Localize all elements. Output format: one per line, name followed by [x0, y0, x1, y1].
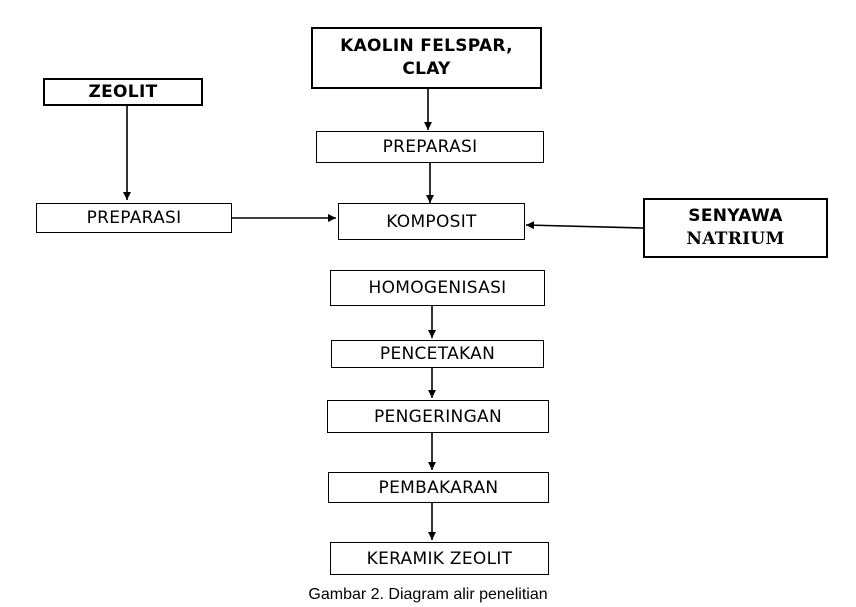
node-keramik-zeolit-label: KERAMIK ZEOLIT — [366, 548, 513, 569]
node-preparasi-left-label: PREPARASI — [86, 208, 182, 228]
node-preparasi-top-label: PREPARASI — [382, 137, 478, 157]
node-senyawa-label-line1: SENYAWA — [688, 206, 783, 226]
node-zeolit: ZEOLIT — [43, 78, 203, 106]
node-senyawa-natrium: SENYAWA NATRIUM — [643, 198, 828, 258]
node-pengeringan: PENGERINGAN — [327, 400, 549, 433]
node-pembakaran: PEMBAKARAN — [328, 472, 549, 503]
node-zeolit-label: ZEOLIT — [88, 81, 158, 102]
node-senyawa-label-line2: NATRIUM — [686, 229, 785, 249]
node-homogenisasi-label: HOMOGENISASI — [368, 278, 507, 298]
node-homogenisasi: HOMOGENISASI — [330, 270, 545, 306]
node-kaolin-label-line1: KAOLIN FELSPAR, — [340, 36, 513, 56]
node-kaolin-felspar-clay: KAOLIN FELSPAR, CLAY — [311, 27, 542, 89]
node-preparasi-left: PREPARASI — [36, 203, 232, 233]
node-pencetakan-label: PENCETAKAN — [379, 344, 496, 364]
node-komposit: KOMPOSIT — [338, 203, 525, 240]
node-preparasi-top: PREPARASI — [316, 131, 544, 163]
node-pembakaran-label: PEMBAKARAN — [378, 477, 499, 498]
node-pencetakan: PENCETAKAN — [331, 340, 544, 368]
arrow-senyawa-to-komposit — [525, 221, 644, 230]
node-keramik-zeolit: KERAMIK ZEOLIT — [330, 542, 549, 575]
node-kaolin-label-line2: CLAY — [402, 59, 451, 79]
node-pengeringan-label: PENGERINGAN — [374, 406, 502, 427]
figure-caption: Gambar 2. Diagram alir penelitian — [308, 586, 548, 603]
node-komposit-label: KOMPOSIT — [386, 211, 477, 232]
